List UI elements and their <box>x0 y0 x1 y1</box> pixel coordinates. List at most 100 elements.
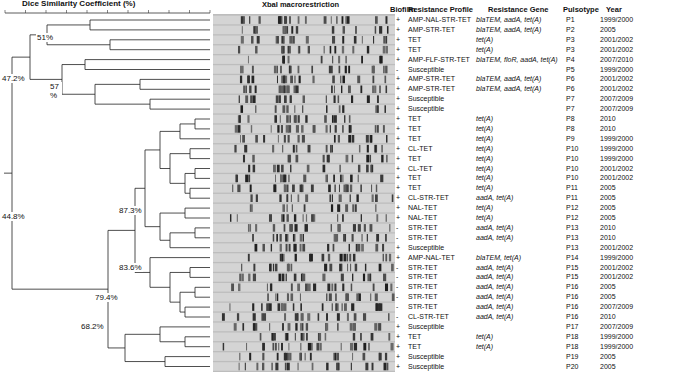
gel-band <box>381 145 382 153</box>
gel-band <box>288 135 290 143</box>
gene-cell: tet(A) <box>476 332 493 342</box>
gel-band <box>248 274 250 282</box>
gel-band <box>238 115 241 123</box>
gel-band <box>322 274 325 282</box>
gel-band <box>272 145 274 153</box>
gel-band <box>350 175 353 183</box>
similarity-value: 57 % <box>49 82 62 100</box>
gel-lane <box>213 342 395 351</box>
gel-band <box>298 16 300 24</box>
dendrogram-branch <box>135 188 145 189</box>
pulsotype-cell: P16 <box>566 302 578 312</box>
gel-band <box>249 86 251 94</box>
gel-band <box>335 353 336 361</box>
gel-band <box>280 16 281 24</box>
gel-band <box>332 303 333 311</box>
gel-band <box>245 363 246 371</box>
gel-band <box>323 165 326 173</box>
dendrogram-branch <box>190 158 210 159</box>
gel-band <box>372 76 374 84</box>
gel-band <box>349 125 352 133</box>
dendrogram-branch <box>190 277 210 278</box>
gel-band <box>385 254 387 262</box>
gel-band <box>350 185 352 193</box>
profile-cell: CL-TET <box>408 164 433 174</box>
gel-band <box>371 333 374 341</box>
gel-band <box>367 234 368 242</box>
gel-band <box>287 86 290 94</box>
gel-band <box>337 323 338 331</box>
gel-band <box>304 204 306 212</box>
gel-band <box>244 145 247 153</box>
gel-band <box>347 313 349 321</box>
gel-band <box>331 86 333 94</box>
gel-band <box>340 165 341 173</box>
gel-band <box>292 284 293 292</box>
gel-band <box>282 46 285 54</box>
gel-band <box>276 234 278 242</box>
gel-band <box>241 26 243 34</box>
gel-band <box>288 155 291 163</box>
profile-cell: AMP-FLF-STR-TET <box>408 55 470 65</box>
gel-band <box>344 254 346 262</box>
dendrogram-branch <box>180 138 210 139</box>
gel-band <box>330 125 331 133</box>
gel-band <box>330 145 332 153</box>
gel-band <box>357 76 360 84</box>
dendrogram-branch <box>170 272 190 273</box>
gel-band <box>343 234 345 242</box>
gel-band <box>288 363 290 371</box>
gel-band <box>374 125 376 133</box>
gel-band <box>286 76 288 84</box>
pulsotype-cell: P11 <box>566 183 578 193</box>
gel-band <box>274 185 277 193</box>
dendrogram-branch <box>160 213 185 214</box>
gel-band <box>358 165 360 173</box>
gel-band <box>276 66 278 74</box>
gel-band <box>328 185 331 193</box>
gel-band <box>351 303 354 311</box>
gel-band <box>299 293 301 301</box>
similarity-value: 83.6% <box>118 263 143 272</box>
gel-band <box>332 26 334 34</box>
gel-band <box>283 26 285 34</box>
gel-band <box>281 125 283 133</box>
gel-band <box>342 36 344 44</box>
gel-band <box>290 155 291 163</box>
pulsotype-cell: P20 <box>566 362 578 372</box>
gel-band <box>307 313 310 321</box>
gel-band <box>285 363 287 371</box>
pulsotype-cell: P6 <box>566 74 575 84</box>
gel-lane <box>213 154 395 163</box>
profile-cell: STR-TET <box>408 233 438 243</box>
gel-band <box>280 175 283 183</box>
gel-band <box>290 95 292 103</box>
gel-band <box>375 145 377 153</box>
gene-cell: aadA, tet(A) <box>476 263 513 273</box>
scale-tick <box>169 10 170 13</box>
gel-band <box>270 125 272 133</box>
scale-tick <box>66 10 67 13</box>
profile-cell: CL-TET <box>408 144 433 154</box>
gel-band <box>247 115 249 123</box>
gel-band <box>289 66 291 74</box>
gel-band <box>242 135 245 143</box>
gel-band <box>336 16 337 24</box>
gel-band <box>346 16 349 24</box>
gel-band <box>249 16 250 24</box>
gel-band <box>247 76 249 84</box>
pulsotype-cell: P18 <box>566 332 578 342</box>
year-cell: 2001/2002 <box>600 263 633 273</box>
gel-band <box>312 76 314 84</box>
gel-band <box>281 303 284 311</box>
gel-band <box>309 254 311 262</box>
gel-band <box>390 284 392 292</box>
gel-band <box>269 264 271 272</box>
gel-band <box>306 36 309 44</box>
gene-cell: aadA, tet(A) <box>476 282 513 292</box>
gel-band <box>372 86 374 94</box>
gel-band <box>331 284 333 292</box>
gel-band <box>354 343 357 351</box>
gel-band <box>337 224 340 232</box>
gel-band <box>347 313 348 321</box>
